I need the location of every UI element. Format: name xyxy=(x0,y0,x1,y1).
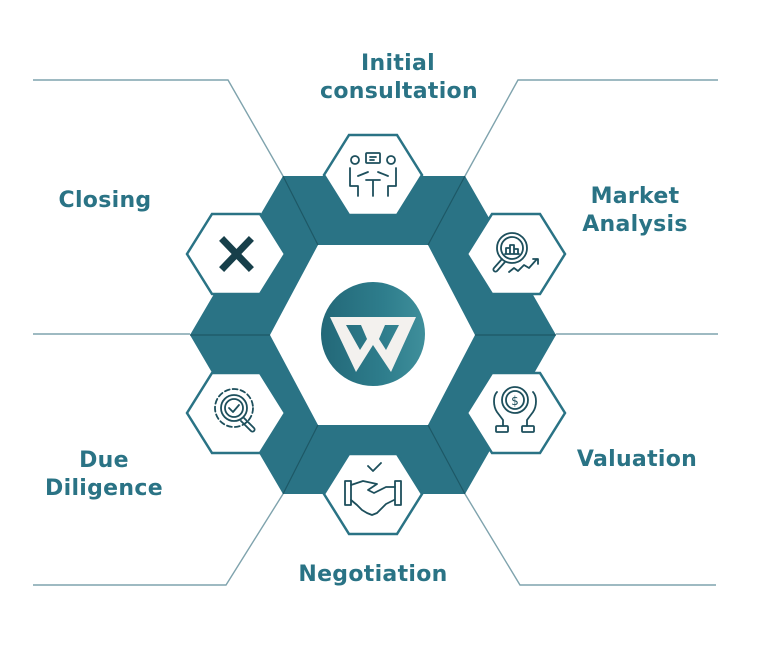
label-initial-consultation: Initial consultation xyxy=(320,50,478,106)
meeting-icon xyxy=(349,152,397,197)
handshake-icon xyxy=(344,462,402,516)
connector-bottom-left xyxy=(33,493,284,586)
label-closing: Closing xyxy=(40,187,170,215)
label-valuation: Valuation xyxy=(562,446,712,474)
connector-top-right xyxy=(464,79,718,177)
label-line: Negotiation xyxy=(298,562,448,587)
hex-negotiation[interactable] xyxy=(322,452,424,536)
label-line: Initial xyxy=(361,51,435,76)
hex-due-diligence[interactable] xyxy=(185,371,287,455)
label-line: Diligence xyxy=(45,476,163,501)
svg-text:$: $ xyxy=(511,394,519,408)
connector-lines xyxy=(33,79,718,586)
connector-bottom-right xyxy=(464,493,716,586)
label-line: Valuation xyxy=(576,447,698,472)
hands-coin-icon: $ xyxy=(493,386,537,433)
label-line: Closing xyxy=(58,188,152,213)
label-line: consultation xyxy=(320,79,478,104)
label-due-diligence: Due Diligence xyxy=(34,447,174,503)
label-market-analysis: Market Analysis xyxy=(570,183,700,239)
close-x-icon xyxy=(219,236,254,272)
step-hexagons xyxy=(185,133,567,536)
magnifier-chart-icon xyxy=(492,232,539,273)
label-negotiation: Negotiation xyxy=(288,561,458,589)
label-line: Due xyxy=(79,448,129,473)
hex-initial-consultation[interactable] xyxy=(322,133,424,217)
label-line: Market xyxy=(590,184,680,209)
connector-top-left xyxy=(33,79,284,177)
gear-check-magnifier-icon xyxy=(214,388,256,433)
brand-logo-icon xyxy=(321,282,425,386)
label-line: Analysis xyxy=(582,212,688,237)
